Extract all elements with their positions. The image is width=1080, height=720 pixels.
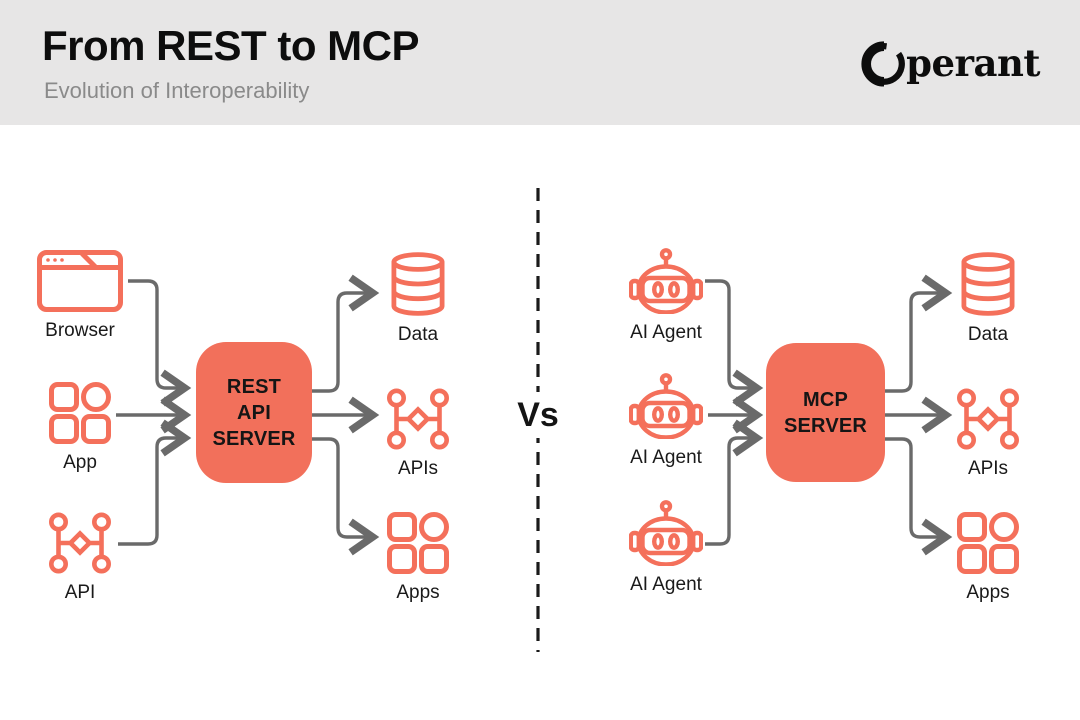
node-app: App bbox=[49, 382, 111, 474]
server-line: MCP bbox=[802, 388, 849, 411]
server-line: SERVER bbox=[212, 427, 296, 450]
header-band: From REST to MCP Evolution of Interopera… bbox=[0, 0, 1080, 125]
node-label: Data bbox=[397, 324, 439, 345]
operant-o-logo-icon bbox=[859, 38, 909, 88]
node-label: Browser bbox=[45, 320, 115, 341]
server-line: REST bbox=[226, 375, 282, 398]
node-apps: Apps bbox=[957, 512, 1019, 604]
node-api: API bbox=[47, 512, 113, 604]
node-ai-agent-1: AI Agent bbox=[629, 248, 703, 344]
node-ai-agent-2: AI Agent bbox=[629, 373, 703, 469]
page-title: From REST to MCP bbox=[42, 22, 420, 69]
rest-api-server-box: REST API SERVER bbox=[196, 342, 312, 483]
database-icon bbox=[961, 252, 1015, 316]
node-apis: APIs bbox=[385, 388, 451, 480]
node-label: Apps bbox=[966, 582, 1010, 603]
page-subtitle: Evolution of Interoperability bbox=[44, 78, 310, 103]
browser-icon bbox=[37, 250, 123, 312]
node-label: AI Agent bbox=[630, 447, 702, 468]
node-data: Data bbox=[391, 252, 445, 346]
server-line: API bbox=[237, 401, 271, 424]
robot-icon bbox=[629, 248, 703, 314]
api-network-icon bbox=[47, 512, 113, 574]
server-line: SERVER bbox=[783, 414, 868, 437]
node-data: Data bbox=[961, 252, 1015, 346]
node-label: App bbox=[63, 452, 97, 473]
vs-label: Vs bbox=[504, 392, 572, 438]
database-icon bbox=[391, 252, 445, 316]
node-ai-agent-3: AI Agent bbox=[629, 500, 703, 596]
node-label: API bbox=[64, 582, 96, 603]
mcp-server-box: MCP SERVER bbox=[766, 343, 885, 482]
robot-icon bbox=[629, 373, 703, 439]
app-grid-icon bbox=[387, 512, 449, 574]
node-label: Data bbox=[967, 324, 1009, 345]
node-apis: APIs bbox=[955, 388, 1021, 480]
node-label: APIs bbox=[967, 458, 1009, 479]
node-apps: Apps bbox=[387, 512, 449, 604]
operant-logo: perant bbox=[859, 38, 1040, 88]
app-grid-icon bbox=[49, 382, 111, 444]
robot-icon bbox=[629, 500, 703, 566]
api-network-icon bbox=[955, 388, 1021, 450]
node-label: Apps bbox=[396, 582, 440, 603]
node-label: AI Agent bbox=[630, 322, 702, 343]
logo-wordmark: perant bbox=[906, 41, 1040, 85]
node-label: AI Agent bbox=[630, 574, 702, 595]
node-browser: Browser bbox=[37, 250, 123, 342]
api-network-icon bbox=[385, 388, 451, 450]
app-grid-icon bbox=[957, 512, 1019, 574]
node-label: APIs bbox=[397, 458, 439, 479]
